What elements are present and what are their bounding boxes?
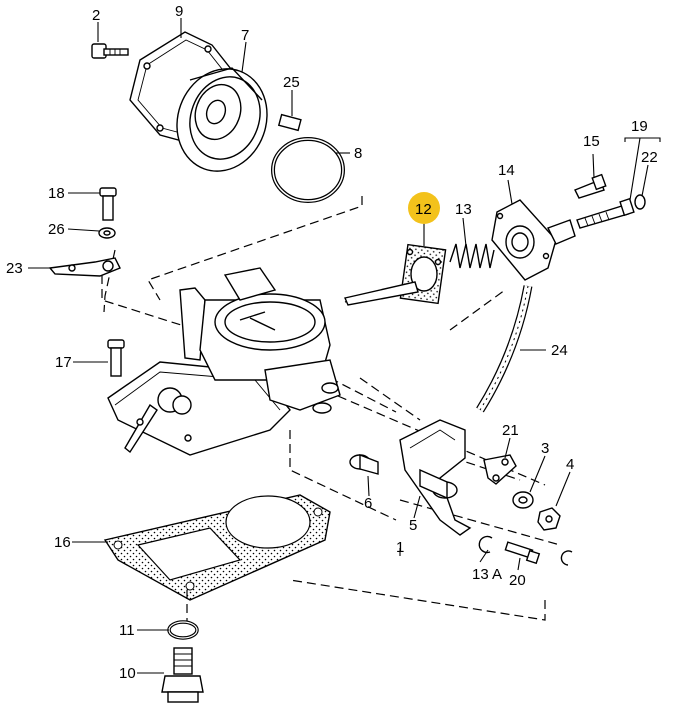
sealing-ring-11 — [167, 620, 199, 640]
label-10: 10 — [119, 665, 136, 682]
nipple-15 — [574, 173, 607, 199]
leader-lines — [28, 18, 661, 674]
label-25: 25 — [283, 74, 300, 91]
cover-14 — [491, 199, 576, 281]
link-21 — [483, 454, 517, 485]
hose-24 — [476, 285, 533, 413]
label-6: 6 — [364, 495, 372, 512]
label-4: 4 — [566, 456, 574, 473]
label-24: 24 — [551, 342, 568, 359]
label-16: 16 — [54, 534, 71, 551]
label-12: 12 — [415, 201, 432, 218]
label-23: 23 — [6, 260, 23, 277]
label-13: 13 — [455, 201, 472, 218]
label-13a: 13 A — [472, 566, 502, 583]
part-labels: 2 9 7 25 8 18 26 23 17 16 11 10 12 13 14… — [6, 3, 658, 682]
screw-2 — [91, 43, 129, 59]
adjusting-screw-19 — [576, 197, 635, 229]
gasket-16 — [103, 494, 331, 601]
label-8: 8 — [354, 145, 362, 162]
bush-6 — [349, 453, 379, 475]
valve-10 — [161, 647, 204, 703]
spring-13 — [449, 243, 495, 269]
label-17: 17 — [55, 354, 72, 371]
o-ring-8 — [271, 137, 345, 203]
washer-3 — [512, 491, 534, 509]
screw-20 — [504, 541, 541, 565]
label-18: 18 — [48, 185, 65, 202]
label-19: 19 — [631, 118, 648, 135]
pin-25 — [277, 113, 302, 132]
highlight-marker-12 — [408, 192, 440, 224]
circlip-13a — [478, 535, 493, 554]
choke-lever-5 — [399, 419, 472, 536]
label-21: 21 — [502, 422, 519, 439]
diaphragm-12 — [344, 243, 447, 306]
label-3: 3 — [541, 440, 549, 457]
screw-18 — [99, 187, 117, 221]
label-20: 20 — [509, 572, 526, 589]
label-9: 9 — [175, 3, 183, 20]
circlip-small — [560, 550, 573, 566]
label-15: 15 — [583, 133, 600, 150]
label-5: 5 — [409, 517, 417, 534]
label-1: 1 — [396, 539, 404, 556]
label-2: 2 — [92, 7, 100, 24]
label-14: 14 — [498, 162, 515, 179]
label-22: 22 — [641, 149, 658, 166]
screw-17 — [107, 339, 125, 377]
carburettor-body — [107, 267, 341, 456]
diaphragm-housing-9-7 — [129, 31, 268, 172]
washer-22 — [634, 194, 646, 210]
label-11: 11 — [119, 622, 135, 639]
washer-26 — [98, 227, 116, 239]
label-26: 26 — [48, 221, 65, 238]
label-7: 7 — [241, 27, 249, 44]
nut-4 — [537, 507, 561, 531]
lever-23 — [48, 257, 121, 277]
